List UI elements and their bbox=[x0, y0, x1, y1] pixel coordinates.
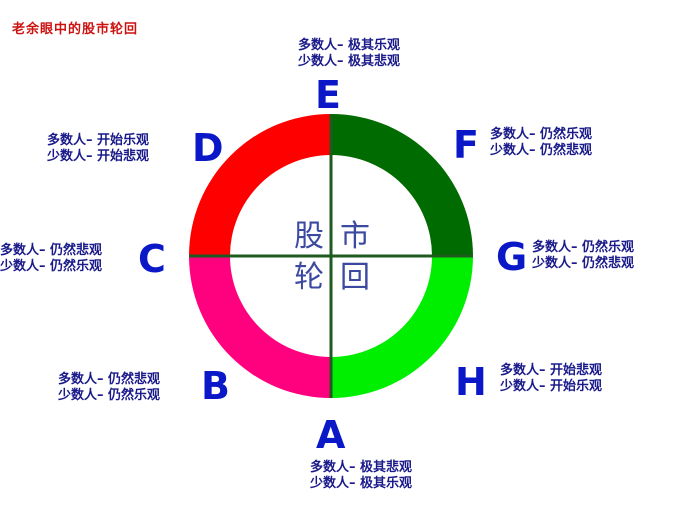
diagram-title: 老余眼中的股市轮回 bbox=[12, 22, 139, 37]
phase-f-description: 多数人– 仍然乐观 少数人– 仍然悲观 bbox=[490, 127, 592, 159]
center-char-2: 市 bbox=[340, 219, 370, 254]
center-char-1: 股 bbox=[294, 219, 324, 254]
ring-segment-ac bbox=[189, 256, 331, 398]
phase-f-line-1: 多数人– 仍然乐观 bbox=[490, 127, 593, 142]
phase-f-letter: F bbox=[453, 123, 479, 167]
phase-h-description: 多数人– 开始悲观 少数人– 开始乐观 bbox=[500, 363, 602, 395]
phase-h-line-1: 多数人– 开始悲观 bbox=[500, 363, 603, 378]
phase-b-description: 多数人– 仍然悲观 少数人– 仍然乐观 bbox=[58, 372, 160, 404]
phase-b-line-1: 多数人– 仍然悲观 bbox=[58, 372, 161, 387]
phase-h-line-2: 少数人– 开始乐观 bbox=[500, 379, 603, 394]
ring-segment-ec bbox=[189, 114, 331, 256]
phase-b-line-2: 少数人– 仍然乐观 bbox=[58, 388, 161, 403]
phase-c-line-1: 多数人– 仍然悲观 bbox=[0, 243, 103, 258]
phase-e-line-1: 多数人– 极其乐观 bbox=[298, 38, 401, 53]
phase-g-description: 多数人– 仍然乐观 少数人– 仍然悲观 bbox=[532, 240, 634, 272]
phase-d-line-1: 多数人– 开始乐观 bbox=[47, 133, 150, 148]
center-char-4: 回 bbox=[340, 260, 370, 295]
phase-c-letter: C bbox=[138, 237, 166, 281]
phase-c-description: 多数人– 仍然悲观 少数人– 仍然乐观 bbox=[0, 243, 102, 275]
phase-a-line-2: 少数人– 极其乐观 bbox=[310, 476, 413, 491]
phase-e-line-2: 少数人– 极其悲观 bbox=[298, 54, 401, 69]
phase-b-letter: B bbox=[201, 364, 230, 408]
phase-e-description: 多数人– 极其乐观 少数人– 极其悲观 bbox=[298, 38, 400, 70]
phase-g-line-1: 多数人– 仍然乐观 bbox=[532, 240, 635, 255]
phase-d-description: 多数人– 开始乐观 少数人– 开始悲观 bbox=[47, 133, 149, 165]
ring-segment-eg bbox=[331, 114, 473, 256]
phase-g-line-2: 少数人– 仍然悲观 bbox=[532, 256, 635, 271]
phase-a-description: 多数人– 极其悲观 少数人– 极其乐观 bbox=[310, 460, 412, 492]
phase-d-line-2: 少数人– 开始悲观 bbox=[47, 149, 150, 164]
phase-e-letter: E bbox=[315, 73, 341, 117]
phase-a-line-1: 多数人– 极其悲观 bbox=[310, 460, 413, 475]
center-char-3: 轮 bbox=[294, 260, 324, 295]
ring-segment-ga bbox=[331, 256, 473, 398]
phase-a-letter: A bbox=[316, 413, 346, 457]
phase-f-line-2: 少数人– 仍然悲观 bbox=[490, 143, 593, 158]
phase-g-letter: G bbox=[496, 235, 528, 279]
phase-d-letter: D bbox=[192, 126, 224, 170]
phase-h-letter: H bbox=[455, 360, 487, 404]
phase-c-line-2: 少数人– 仍然乐观 bbox=[0, 259, 103, 274]
